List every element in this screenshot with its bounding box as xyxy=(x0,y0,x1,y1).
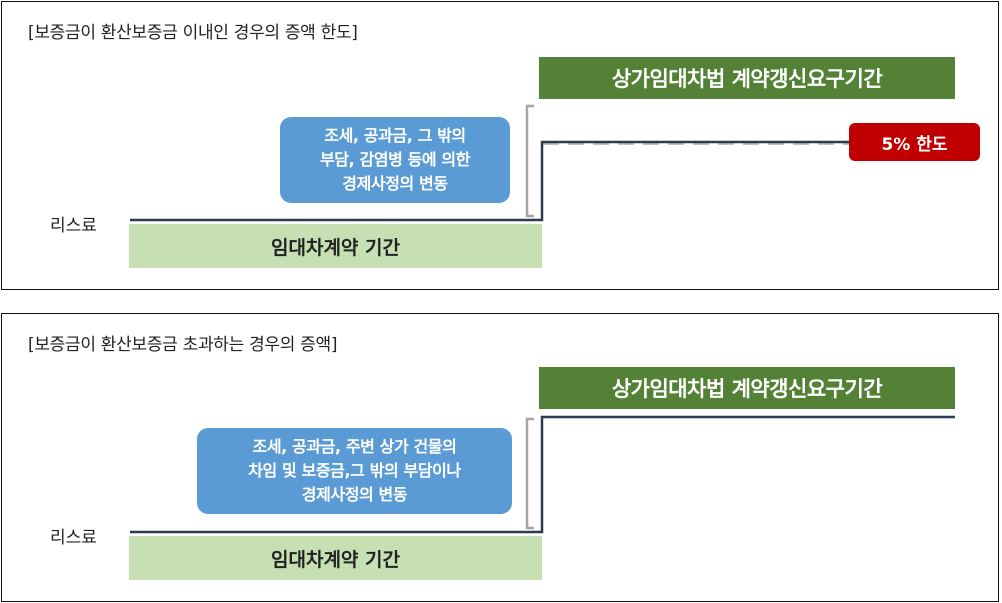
bottom-rent-label: 리스료 xyxy=(50,528,97,548)
top-reason-line-1: 조세, 공과금, 그 밖의 xyxy=(324,126,466,145)
top-reason-line-2: 부담, 감염병 등에 의한 xyxy=(319,150,471,169)
top-renewal-period-banner: 상가임대차법 계약갱신요구기간 xyxy=(539,57,955,99)
top-panel-title: [보증금이 환산보증금 이내인 경우의 증액 한도] xyxy=(28,23,358,43)
top-bracket xyxy=(525,104,534,218)
top-panel: [보증금이 환산보증금 이내인 경우의 증액 한도] 상가임대차법 계약갱신요구… xyxy=(1,1,999,290)
top-rent-line-chart xyxy=(130,104,850,222)
bottom-reason-line-3: 경제사정의 변동 xyxy=(301,485,408,504)
bottom-reason-box: 조세, 공과금, 주변 상가 건물의 차임 및 보증금,그 밖의 부담이나 경제… xyxy=(197,428,512,514)
top-rent-step-line xyxy=(130,140,850,222)
bottom-lease-period-bar: 임대차계약 기간 xyxy=(129,536,542,580)
bottom-renewal-period-banner: 상가임대차법 계약갱신요구기간 xyxy=(539,367,955,409)
bottom-rent-step-line xyxy=(130,415,955,534)
top-lease-period-bar: 임대차계약 기간 xyxy=(129,224,542,268)
top-reason-line-3: 경제사정의 변동 xyxy=(342,174,448,193)
top-reason-box: 조세, 공과금, 그 밖의 부담, 감염병 등에 의한 경제사정의 변동 xyxy=(280,117,510,203)
top-rent-label: 리스료 xyxy=(50,216,97,236)
bottom-panel-title: [보증금이 환산보증금 초과하는 경우의 증액] xyxy=(28,335,338,355)
bottom-reason-line-2: 차임 및 보증금,그 밖의 부담이나 xyxy=(248,461,461,480)
bottom-bracket xyxy=(525,417,534,530)
bottom-reason-line-1: 조세, 공과금, 주변 상가 건물의 xyxy=(252,437,457,456)
bottom-rent-line-chart xyxy=(130,415,955,534)
bottom-panel: [보증금이 환산보증금 초과하는 경우의 증액] 상가임대차법 계약갱신요구기간… xyxy=(1,313,999,602)
top-limit-badge: 5% 한도 xyxy=(849,123,980,161)
